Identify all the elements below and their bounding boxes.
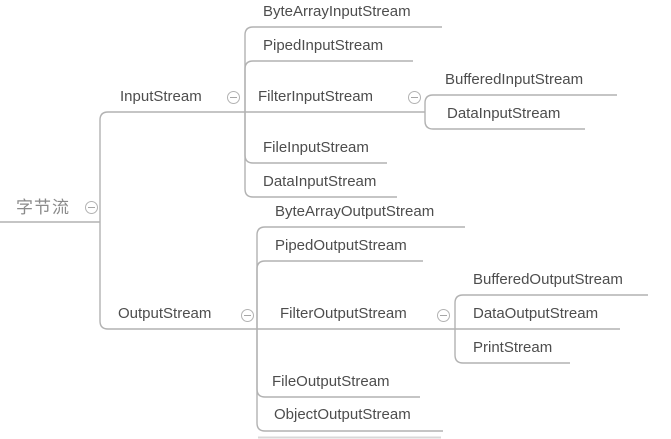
edge-filterout-buffered: [454, 294, 648, 329]
node-inputstream[interactable]: InputStream: [120, 88, 202, 105]
node-filterinputstream[interactable]: FilterInputStream: [258, 88, 374, 105]
node-bufferedoutputstream[interactable]: BufferedOutputStream: [473, 271, 623, 288]
node-objectoutputstream[interactable]: ObjectOutputStream: [274, 406, 411, 423]
node-pipedinputstream[interactable]: PipedInputStream: [263, 37, 384, 54]
node-fileinputstream[interactable]: FileInputStream: [263, 139, 369, 156]
collapse-icon[interactable]: [437, 309, 450, 322]
edge-root-outputstream: [99, 222, 257, 330]
collapse-icon[interactable]: [85, 201, 98, 214]
edge-output-piped: [256, 260, 423, 329]
edge-filterin-buffered: [424, 94, 617, 112]
edge-root-inputstream: [99, 111, 245, 222]
node-byte-stream-root[interactable]: 字节流: [16, 198, 70, 217]
node-datainputstream[interactable]: DataInputStream: [263, 173, 377, 190]
collapse-icon[interactable]: [227, 91, 240, 104]
node-printstream[interactable]: PrintStream: [473, 339, 553, 356]
collapse-icon[interactable]: [241, 309, 254, 322]
node-dataoutputstream[interactable]: DataOutputStream: [473, 305, 599, 322]
edge-filterin-data: [424, 112, 585, 130]
edge-input-piped: [244, 60, 413, 112]
edge-output-bytearray: [256, 226, 465, 329]
node-filteroutputstream[interactable]: FilterOutputStream: [280, 305, 407, 322]
edge-input-bytearray: [244, 26, 442, 112]
edge-filterout-print: [454, 329, 570, 364]
node-fileoutputstream[interactable]: FileOutputStream: [272, 373, 390, 390]
edge-input-data: [244, 112, 397, 198]
edge-output-object: [256, 329, 443, 432]
node-bytearrayoutputstream[interactable]: ByteArrayOutputStream: [275, 203, 435, 220]
collapse-icon[interactable]: [408, 91, 421, 104]
node-outputstream[interactable]: OutputStream: [118, 305, 212, 322]
node-bufferedinputstream[interactable]: BufferedInputStream: [445, 71, 584, 88]
node-datainputstream-sub[interactable]: DataInputStream: [447, 105, 561, 122]
node-bytearrayinputstream[interactable]: ByteArrayInputStream: [263, 3, 411, 20]
node-pipedoutputstream[interactable]: PipedOutputStream: [275, 237, 407, 254]
